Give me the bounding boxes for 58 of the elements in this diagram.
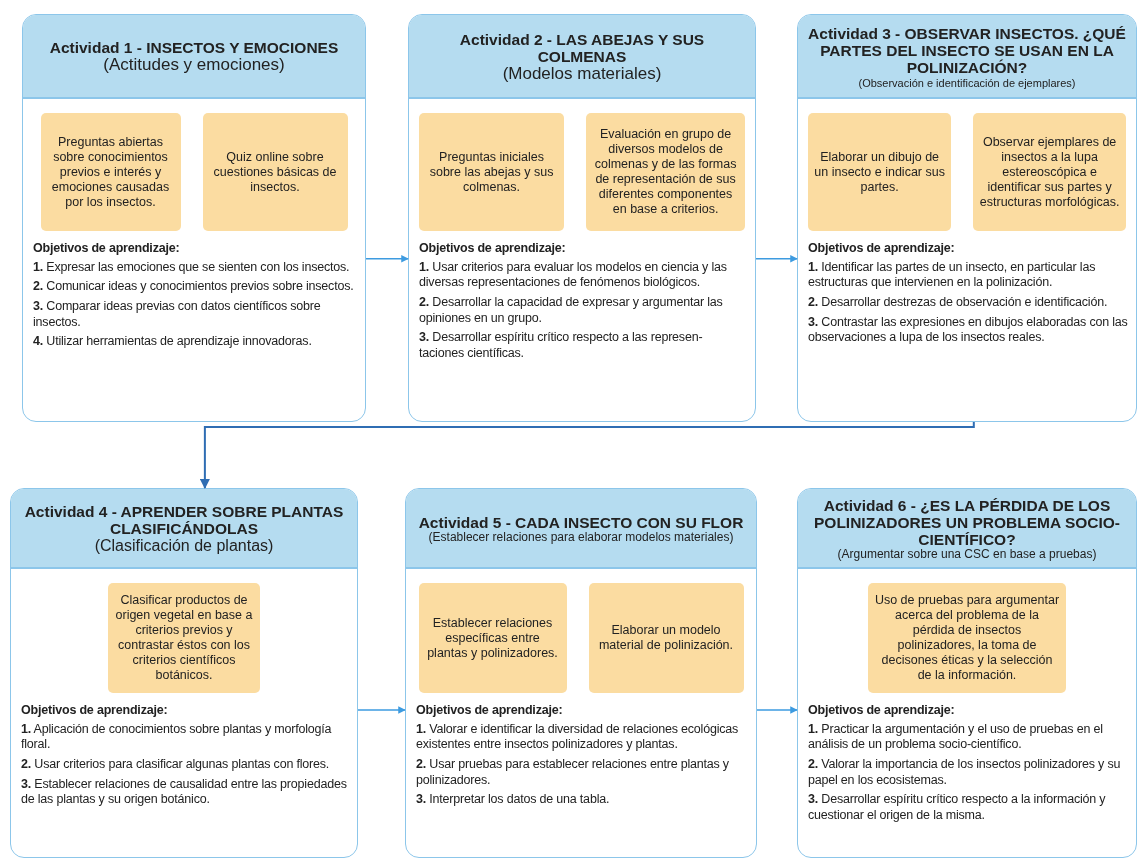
objective-item: 2. Usar pruebas para establecer relaciones entre plantas y polinizadores. — [416, 756, 730, 789]
arrow — [756, 706, 798, 714]
objective-item: 3. Interpretar los datos de una tabla. — [416, 792, 611, 808]
activity-subtitle: (Actitudes y emociones) — [102, 56, 286, 75]
objective-item: 1. Practicar la argumentación y el uso de pruebas en el análisis de un problema socio-científico. — [808, 721, 1104, 753]
section-heading: Objetivos de aprendizaje: — [419, 241, 567, 257]
objective-item: 3. Desarrollar espíritu crítico respecto a la información y cuestionar el origen de la misma. — [808, 792, 1107, 824]
activity-card — [405, 488, 757, 858]
task-box: Uso de pruebas para argumentar acerca del problema de la pérdida de insectos polinizadores, la toma de decisones éticas y la selección de la información. — [868, 583, 1066, 693]
task-box: Evaluación en grupo de diversos modelos de colmenas y de las formas de representación de sus diferentes componentes en base a criterios. — [586, 113, 745, 231]
task-box: Quiz online sobre cuestiones básicas de insectos. — [202, 113, 348, 231]
task-box: Clasificar productos de origen vegetal en base a criterios previos y contrastar éstos con los criterios científicos botánicos. — [108, 583, 260, 693]
objective-item: 2. Desarrollar la capacidad de expresar y argumentar las opiniones en un grupo. — [419, 294, 724, 327]
objective-item: 1. Expresar las emociones que se sienten con los insectos. — [33, 259, 351, 276]
section-heading: Objetivos de aprendizaje: — [21, 703, 169, 719]
objective-item: 3. Desarrollar espíritu crítico respecto a las represen-taciones científicas. — [419, 330, 704, 362]
objective-item: 1. Aplicación de conocimientos sobre plantas y morfología floral. — [21, 721, 333, 753]
activity-title: Actividad 1 - INSECTOS Y EMOCIONES — [48, 39, 340, 57]
task-box: Preguntas abiertas sobre conocimientos previos e interés y emociones causadas por los insectos. — [40, 113, 181, 231]
objective-item: 1. Usar criterios para evaluar los modelos en ciencia y las diversas representaciones de fenómenos biológicos. — [419, 259, 728, 291]
section-heading: Objetivos de aprendizaje: — [808, 703, 956, 719]
task-box: Elaborar un dibujo de un insecto e indicar sus partes. — [808, 113, 952, 231]
objective-item: 3. Contrastar las expresiones en dibujos elaboradas con las observaciones a lupa de los insectos reales. — [808, 314, 1128, 346]
activity-subtitle: (Argumentar sobre una CSC en base a pruebas) — [836, 547, 1098, 562]
activity-subtitle: (Clasificación de plantas) — [93, 537, 275, 555]
activity-title: Actividad 2 - LAS ABEJAS Y SUS COLMENAS — [458, 30, 706, 65]
objective-item: 3. Establecer relaciones de causalidad entre las propiedades de las plantas y su origen botánico. — [21, 776, 348, 808]
section-heading: Objetivos de aprendizaje: — [416, 703, 564, 719]
task-box: Elaborar un modelo material de polinización. — [588, 583, 744, 693]
task-box: Observar ejemplares de insectos a la lupa estereoscópica e identificar sus partes y estructuras morfológicas. — [973, 113, 1126, 231]
arrow — [755, 255, 798, 263]
activity-subtitle: (Modelos materiales) — [501, 64, 663, 84]
task-box: Preguntas iniciales sobre las abejas y sus colmenas. — [419, 113, 565, 231]
activity-title: Actividad 3 - OBSERVAR INSECTOS. ¿QUÉ PARTES DEL INSECTO SE USAN EN LA POLINIZACIÓN? — [807, 25, 1127, 77]
objective-item: 2. Usar criterios para clasificar algunas plantas con flores. — [21, 756, 331, 773]
objective-item: 3. Comparar ideas previas con datos científicos sobre insectos. — [33, 298, 322, 331]
activity-card — [10, 488, 358, 858]
arrow — [365, 255, 409, 263]
section-heading: Objetivos de aprendizaje: — [33, 241, 181, 257]
objective-item: 1. Valorar e identificar la diversidad de relaciones ecológicas existentes entre insectos polinizadores y plantas. — [416, 721, 740, 753]
activity-card — [797, 488, 1137, 858]
task-box: Establecer relaciones específicas entre plantas y polinizadores. — [418, 583, 567, 693]
activity-card — [408, 14, 756, 422]
activity-title: Actividad 4 - APRENDER SOBRE PLANTAS CLASIFICÁNDOLAS — [23, 503, 345, 538]
arrow — [357, 706, 406, 714]
activity-card — [22, 14, 366, 422]
objective-item: 2. Comunicar ideas y conocimientos previos sobre insectos. — [33, 279, 355, 295]
activity-title: Actividad 6 - ¿ES LA PÉRDIDA DE LOS POLINIZADORES UN PROBLEMA SOCIO-CIENTÍFICO? — [813, 496, 1121, 548]
activity-card — [797, 14, 1137, 422]
activity-subtitle: (Observación e identificación de ejemplares) — [857, 76, 1077, 89]
objective-item: 2. Valorar la importancia de los insectos polinizadores y su papel en los ecosistemas. — [808, 756, 1122, 789]
objective-item: 2. Desarrollar destrezas de observación e identificación. — [808, 294, 1109, 311]
objective-item: 1. Identificar las partes de un insecto, en particular las estructuras que intervienen en la polinización. — [808, 259, 1097, 291]
activity-subtitle: (Establecer relaciones para elaborar modelos materiales) — [427, 530, 735, 545]
activity-title: Actividad 5 - CADA INSECTO CON SU FLOR — [417, 513, 745, 531]
section-heading: Objetivos de aprendizaje: — [808, 241, 956, 257]
arrow — [199, 421, 975, 489]
objective-item: 4. Utilizar herramientas de aprendizaje innovadoras. — [33, 334, 313, 350]
